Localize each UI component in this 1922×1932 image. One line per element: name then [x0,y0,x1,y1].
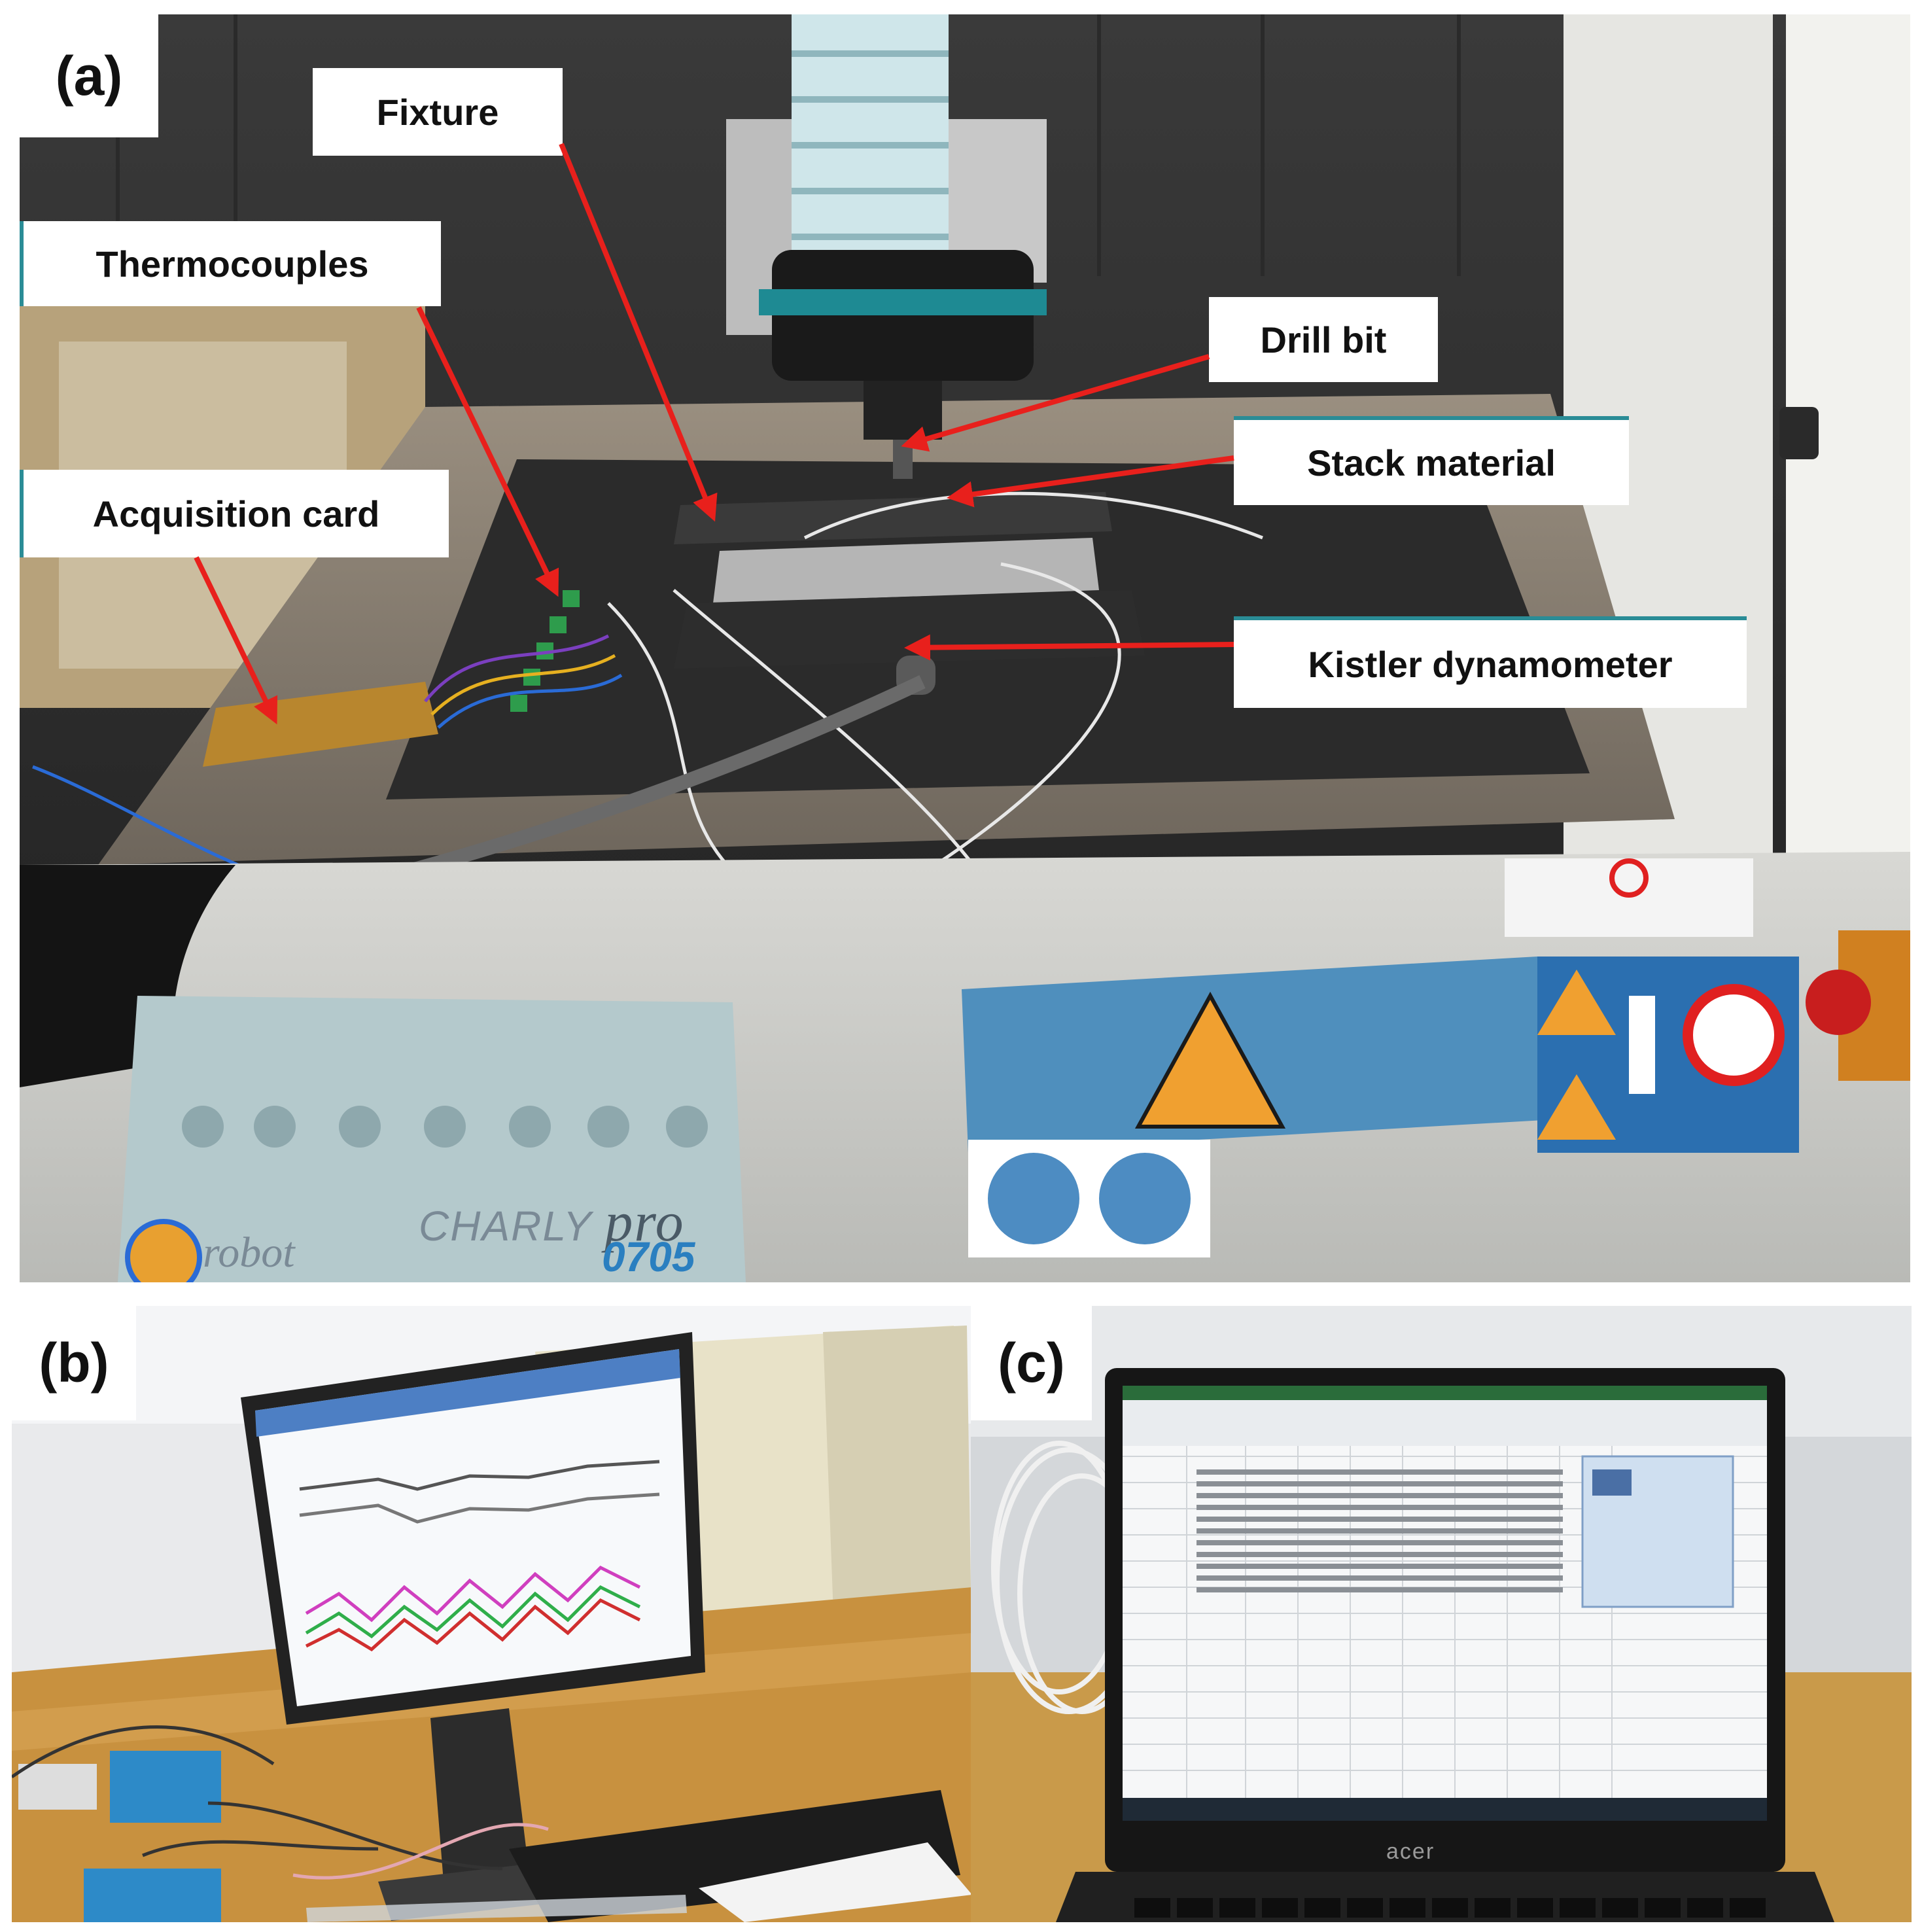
panel-a-letter: (a) [20,14,158,137]
label-stack-material: Stack material [1234,416,1629,505]
label-thermocouples: Thermocouples [20,221,441,306]
label-drill-bit: Drill bit [1209,297,1438,382]
machine-logo-text: robot [203,1229,295,1276]
machine-model-name: pro [604,1190,685,1253]
laptop-brand-logo: acer [1386,1839,1435,1864]
laptop-scene [971,1306,1912,1922]
machine-brand-text: CHARLY pro [419,1189,685,1254]
panel-b-letter: (b) [12,1306,136,1420]
machine-brand-name: CHARLY [419,1203,592,1250]
panel-c-letter: (c) [971,1306,1092,1420]
label-acquisition-card: Acquisition card [20,470,449,557]
panel-b-photo [12,1306,972,1922]
label-fixture: Fixture [313,68,563,156]
label-kistler-dynamometer: Kistler dynamometer [1234,616,1747,708]
desktop-computer-scene [12,1306,972,1922]
panel-c-photo: acer [971,1306,1912,1922]
machine-number-text: 0705 [602,1233,695,1280]
